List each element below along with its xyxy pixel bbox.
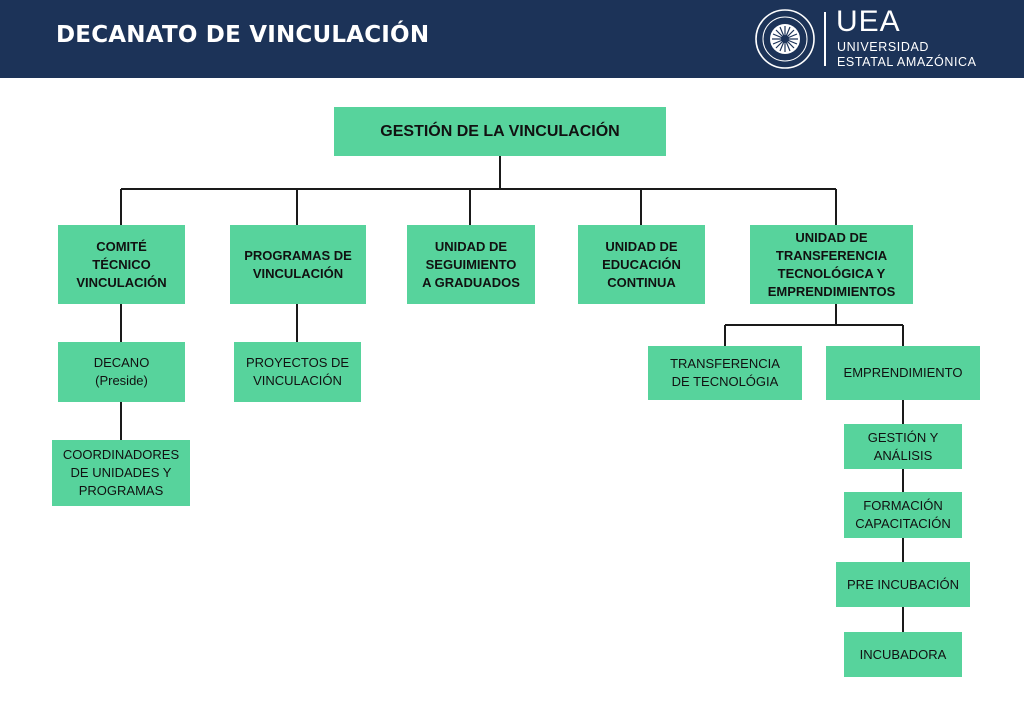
node-seguimiento-graduados: UNIDAD DE SEGUIMIENTO A GRADUADOS — [407, 225, 535, 304]
node-gestion-analisis: GESTIÓN Y ANÁLISIS — [844, 424, 962, 469]
logo-name-line2: ESTATAL AMAZÓNICA — [837, 55, 977, 69]
node-pre-incubacion: PRE INCUBACIÓN — [836, 562, 970, 607]
node-transferencia-tecnologia: TRANSFERENCIA DE TECNOLÓGIA — [648, 346, 802, 400]
node-incubadora: INCUBADORA — [844, 632, 962, 677]
logo-university-name: UNIVERSIDAD ESTATAL AMAZÓNICA — [837, 40, 977, 70]
university-seal-icon — [755, 9, 815, 69]
node-comite-tecnico: COMITÉ TÉCNICO VINCULACIÓN — [58, 225, 185, 304]
logo-name-line1: UNIVERSIDAD — [837, 40, 930, 54]
logo-divider — [824, 12, 826, 66]
node-gestion-vinculacion: GESTIÓN DE LA VINCULACIÓN — [334, 107, 666, 156]
node-proyectos-vinculacion: PROYECTOS DE VINCULACIÓN — [234, 342, 361, 402]
node-transferencia-emprendimientos: UNIDAD DE TRANSFERENCIA TECNOLÓGICA Y EM… — [750, 225, 913, 304]
node-coordinadores: COORDINADORES DE UNIDADES Y PROGRAMAS — [52, 440, 190, 506]
node-formacion-capacitacion: FORMACIÓN CAPACITACIÓN — [844, 492, 962, 538]
logo-abbreviation: UEA — [836, 5, 901, 38]
node-programas-vinculacion: PROGRAMAS DE VINCULACIÓN — [230, 225, 366, 304]
node-educacion-continua: UNIDAD DE EDUCACIÓN CONTINUA — [578, 225, 705, 304]
header-bar: DECANATO DE VINCULACIÓN UEA UNIVERSIDAD … — [0, 0, 1024, 78]
node-emprendimiento: EMPRENDIMIENTO — [826, 346, 980, 400]
page-title: DECANATO DE VINCULACIÓN — [56, 22, 430, 48]
node-decano: DECANO (Preside) — [58, 342, 185, 402]
